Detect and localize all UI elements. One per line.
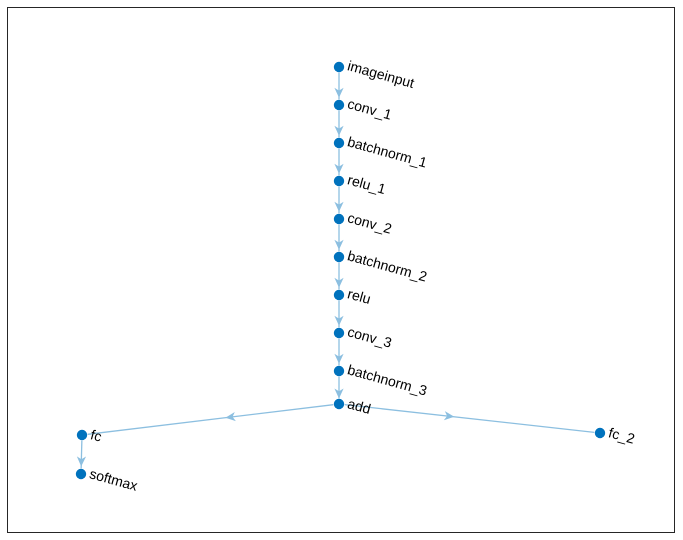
graph-node-conv_1[interactable]	[333, 99, 345, 111]
edge-arrowhead	[334, 315, 344, 326]
edge-arrowhead	[334, 239, 344, 250]
edge-arrowhead	[334, 277, 344, 288]
graph-node-fc[interactable]	[76, 429, 88, 441]
edge-arrowhead	[334, 163, 344, 174]
edge-arrowhead	[76, 456, 87, 467]
graph-node-fc_2[interactable]	[594, 427, 606, 439]
graph-node-batchnorm_3[interactable]	[333, 365, 345, 377]
edge-arrowhead	[334, 388, 344, 399]
graph-node-relu_1[interactable]	[333, 175, 345, 187]
edge-arrowhead	[334, 353, 344, 364]
edge-arrowhead	[334, 87, 344, 98]
graph-node-imageinput[interactable]	[333, 61, 345, 73]
graph-edge	[344, 403, 595, 434]
graph-node-softmax[interactable]	[75, 468, 87, 480]
graph-node-conv_2[interactable]	[333, 213, 345, 225]
graph-edge	[87, 404, 334, 435]
edge-group	[76, 72, 595, 469]
edge-arrowhead	[334, 201, 344, 212]
node-group	[75, 61, 606, 480]
axes-frame	[7, 7, 675, 533]
graph-node-batchnorm_1[interactable]	[333, 137, 345, 149]
edge-arrowhead	[443, 411, 455, 421]
edge-arrowhead	[225, 411, 236, 422]
edge-arrowhead	[334, 125, 344, 136]
graph-node-add[interactable]	[333, 398, 345, 410]
graph-node-relu[interactable]	[333, 289, 345, 301]
graph-node-conv_3[interactable]	[333, 327, 345, 339]
graph-node-batchnorm_2[interactable]	[333, 251, 345, 263]
